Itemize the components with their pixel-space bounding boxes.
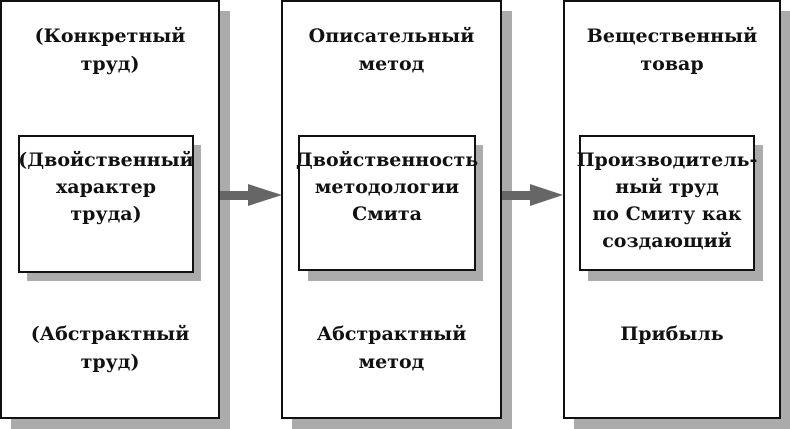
column-3-bottom-label: Прибыль: [565, 320, 779, 348]
label-line: труд): [80, 351, 140, 373]
arrow-right-icon: [220, 184, 282, 206]
label-line: Прибыль: [620, 323, 724, 345]
center-line: Производитель-: [576, 149, 758, 171]
column-1-bottom-label: (Абстрактный труд): [2, 320, 218, 376]
center-line: создающий: [602, 230, 732, 252]
label-line: Абстрактный: [316, 323, 467, 345]
label-line: метод: [358, 351, 425, 373]
label-line: товар: [640, 53, 704, 75]
center-line: характер: [55, 176, 157, 198]
column-2-bottom-label: Абстрактный метод: [283, 320, 500, 376]
label-line: (Абстрактный: [30, 323, 190, 345]
label-line: труд): [80, 53, 140, 75]
label-line: Вещественный: [586, 25, 758, 47]
column-2-top-label: Описательный метод: [283, 22, 500, 78]
column-1-top-label: (Конкретный труд): [2, 22, 218, 78]
center-line: по Смиту как: [592, 203, 742, 225]
column-1-center-box: (Двойственный характер труда): [18, 135, 194, 273]
column-3-top-label: Вещественный товар: [565, 22, 779, 78]
column-2-center-box: Двойственность методологии Смита: [295, 135, 479, 271]
arrow-right-icon: [502, 184, 563, 206]
column-3-center-box: Производитель- ный труд по Смиту как соз…: [576, 135, 758, 271]
center-line: Смита: [352, 203, 422, 225]
center-line: (Двойственный: [18, 149, 194, 171]
label-line: Описательный: [308, 25, 475, 47]
center-line: Двойственность: [295, 149, 479, 171]
center-line: ный труд: [615, 176, 719, 198]
label-line: метод: [358, 53, 425, 75]
center-line: методологии: [314, 176, 460, 198]
label-line: (Конкретный: [34, 25, 186, 47]
center-line: труда): [70, 203, 142, 225]
